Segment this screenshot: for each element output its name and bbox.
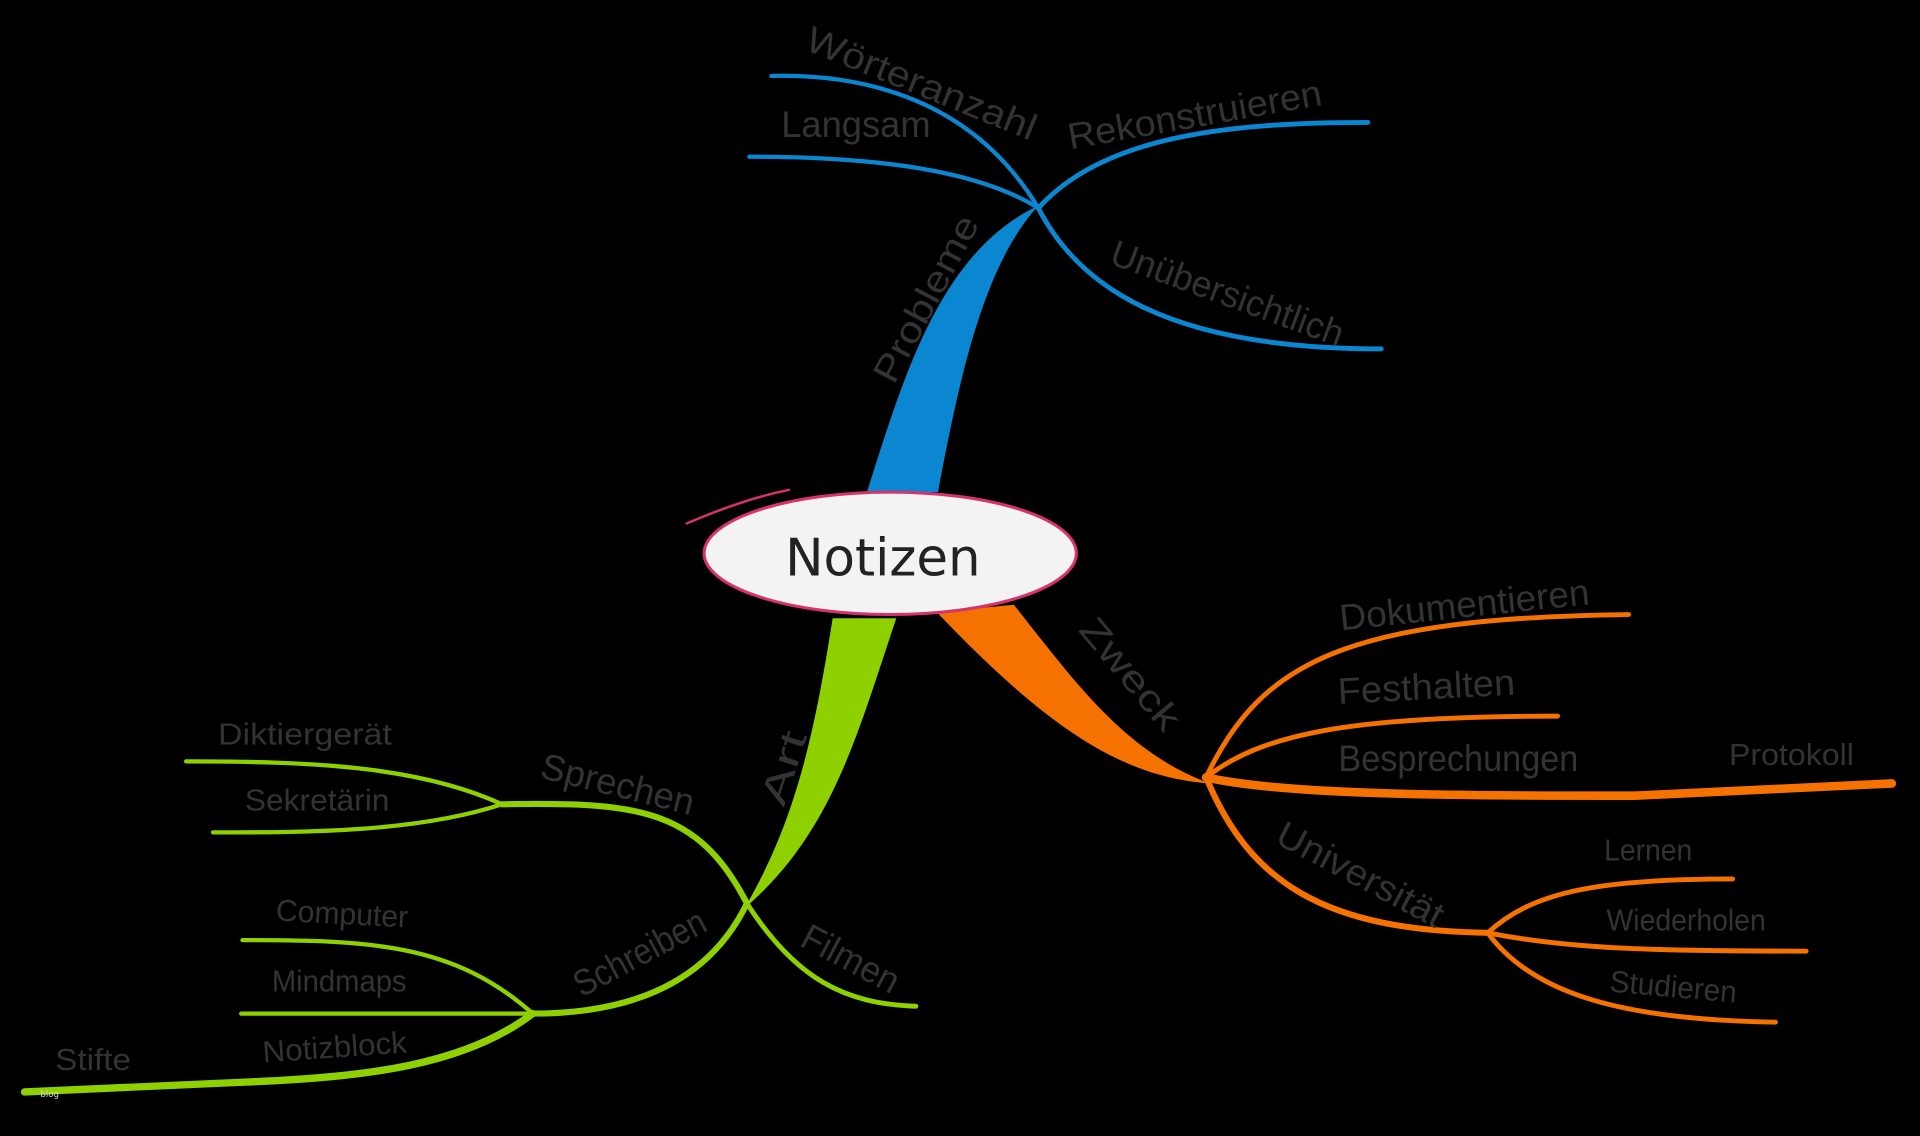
label-lernen: Lernen	[1604, 834, 1692, 868]
line-langsam	[747, 154, 1041, 211]
branch-probleme	[747, 73, 1384, 493]
label-computer: Computer	[275, 894, 409, 935]
line-schreiben	[529, 900, 750, 1017]
trunk-art	[744, 618, 897, 909]
line-filmen	[744, 900, 919, 1009]
label-studieren: Studieren	[1608, 965, 1738, 1010]
label-filmen: Filmen	[795, 916, 907, 1002]
line-unuebersichtlich	[1035, 205, 1384, 352]
center-node	[702, 490, 1078, 617]
line-wiederholen	[1485, 930, 1809, 954]
line-woerteranzahl	[769, 73, 1041, 211]
label-protokoll: Protokoll	[1729, 738, 1854, 772]
label-wiederholen: Wiederholen	[1607, 903, 1766, 937]
label-stifte: Stifte	[55, 1043, 131, 1077]
label-dokumentieren: Dokumentieren	[1337, 571, 1591, 638]
line-universitaet	[1203, 774, 1491, 936]
line-diktiergeraet	[183, 759, 505, 807]
line-rekonstruieren	[1035, 119, 1371, 211]
line-studieren	[1485, 930, 1778, 1025]
label-mindmaps: Mindmaps	[272, 965, 407, 999]
line-lernen	[1485, 876, 1736, 936]
label-notizblock: Notizblock	[261, 1025, 408, 1069]
line-sekretaerin	[210, 802, 505, 835]
watermark: blog	[40, 1090, 59, 1100]
label-rekonstruieren: Rekonstruieren	[1064, 72, 1324, 157]
label-besprechungen: Besprechungen	[1338, 738, 1578, 779]
trunk-probleme	[866, 205, 1039, 493]
line-computer	[240, 937, 535, 1016]
center-scribble	[685, 488, 791, 526]
label-sekretaerin: Sekretärin	[245, 783, 389, 817]
label-schreiben: Schreiben	[566, 901, 713, 1005]
line-festhalten	[1203, 713, 1560, 780]
label-diktiergeraet: Diktiergerät	[218, 717, 392, 751]
line-dokumentieren	[1203, 612, 1632, 780]
branch-zweck	[936, 604, 1897, 1025]
label-festhalten: Festhalten	[1337, 662, 1516, 712]
center-label: Notizen	[785, 528, 981, 588]
label-sprechen: Sprechen	[537, 745, 699, 823]
trunk-zweck	[936, 604, 1210, 784]
line-notizblock	[20, 1009, 537, 1096]
branch-art	[20, 618, 919, 1096]
line-besprechungen	[1201, 773, 1897, 800]
line-sprechen	[498, 800, 750, 907]
label-langsam: Langsam	[781, 104, 930, 145]
